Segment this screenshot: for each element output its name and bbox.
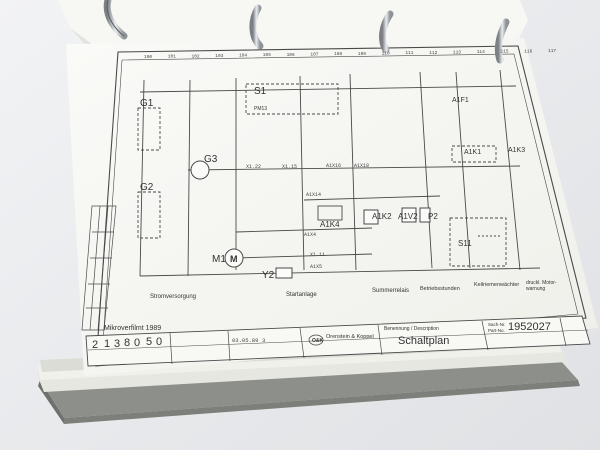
caption-hours: Betriebsstunden [420, 286, 460, 292]
column-number: 104 [239, 53, 247, 59]
column-number: 116 [524, 48, 532, 54]
part-number: 1952027 [508, 321, 551, 333]
column-number: 115 [501, 49, 509, 55]
company-name: Orenstein & Koppel [326, 334, 374, 340]
label-g1: G1 [140, 98, 154, 109]
column-numbers: 100 101 102 103 104 105 106 107 108 109 110 111 112 1… [144, 48, 556, 60]
label-y2: Y2 [262, 270, 275, 281]
drawing-title: Schaltplan [398, 335, 449, 347]
wire-labels: X1.22 X1.15 A1X16 A1X18 A1X14 X1.11 A1X4… [246, 163, 369, 270]
drawing-digit: 5 [146, 336, 152, 348]
label-a1v2: A1V2 [398, 212, 418, 221]
relay-y2 [275, 267, 293, 279]
lamp-p2-box [419, 207, 431, 223]
wire-label: X1.15 [282, 164, 297, 170]
label-p2: P2 [428, 212, 438, 221]
section-captions: Stromversorgung Startanlage Summerrelais… [150, 280, 557, 300]
wire-label: A1X16 [326, 163, 341, 169]
drawing-digit: 3 [114, 338, 120, 350]
wire-label: X1.22 [246, 164, 261, 170]
ring-3 [379, 10, 394, 54]
schematic-lines [137, 69, 541, 277]
binder-rings [103, 0, 510, 64]
sach-nr-label: Sach-Nr. [488, 322, 506, 327]
column-number: 101 [168, 54, 176, 60]
relay-a1v2-box [401, 207, 417, 223]
label-s1: S1 [254, 86, 267, 97]
label-pm13: PM13 [254, 106, 267, 112]
column-number: 106 [287, 52, 295, 58]
label-a1f1: A1F1 [452, 97, 469, 104]
column-number: 103 [215, 53, 223, 59]
wire-label: X1.11 [310, 252, 325, 258]
wire-label: A1X14 [306, 192, 321, 198]
label-a1k1: A1K1 [464, 149, 481, 156]
drawing-digit: 0 [134, 337, 140, 349]
ring-4 [494, 18, 510, 64]
caption-v-belt: Keilriemenwächter [474, 282, 519, 288]
column-number: 108 [334, 51, 342, 57]
label-a1k2: A1K2 [372, 212, 392, 221]
generator-g3 [190, 160, 210, 180]
designation-label: Benennung / Description [384, 326, 439, 332]
title-block [85, 315, 591, 367]
component-labels: G1 G2 G3 M1 S1 PM13 Y2 A1K4 A1K2 A1V2 P2… [140, 86, 525, 281]
caption-starter: Startanlage [286, 292, 317, 298]
drawing-digit: 2 [92, 339, 98, 351]
drawing-number: 2 1 3 8 0 5 0 [92, 336, 162, 351]
column-number: 102 [192, 53, 200, 59]
microfilm-note: Mikroverfilmt 1989 [104, 325, 161, 332]
caption-power: Stromversorgung [150, 294, 196, 300]
column-number: 117 [548, 48, 556, 54]
column-number: 111 [405, 50, 413, 56]
column-number: 105 [263, 52, 271, 58]
drawing-digit: 0 [156, 336, 162, 348]
column-number: 109 [358, 51, 366, 57]
company-logo: O&K [308, 334, 324, 346]
wire-label: A1X18 [354, 163, 369, 169]
column-number: 107 [310, 52, 318, 58]
left-margin-table [81, 205, 117, 331]
label-a1k3: A1K3 [508, 147, 525, 154]
svg-text:O&K: O&K [312, 338, 324, 344]
relay-a1k2-box [363, 209, 379, 225]
column-number: 110 [382, 51, 390, 57]
drawing-digit: 1 [104, 338, 110, 350]
label-g3: G3 [204, 154, 218, 165]
ring-2 [249, 4, 264, 50]
column-number: 112 [429, 50, 437, 56]
svg-text:M: M [230, 254, 238, 264]
label-s11: S11 [458, 239, 472, 248]
wire-label: A1X5 [310, 264, 322, 270]
label-a1k4: A1K4 [320, 220, 340, 229]
label-m1: M1 [212, 254, 226, 265]
revision-sheet: 3 [262, 337, 265, 344]
ring-1 [103, 0, 128, 40]
part-no-label: Part-No. [488, 328, 505, 333]
motor-m1: M [224, 248, 244, 268]
wire-label: A1X4 [304, 232, 316, 238]
revision-date: 03.05.89 [232, 337, 258, 344]
drawing-digit: 8 [124, 337, 130, 349]
caption-oil-warning: druckl. Motor-warnung [526, 280, 557, 292]
caption-buzzer: Summerrelais [372, 288, 409, 294]
column-number: 113 [453, 49, 461, 55]
column-number: 100 [144, 54, 152, 60]
column-number: 114 [477, 49, 485, 55]
label-g2: G2 [140, 182, 154, 193]
